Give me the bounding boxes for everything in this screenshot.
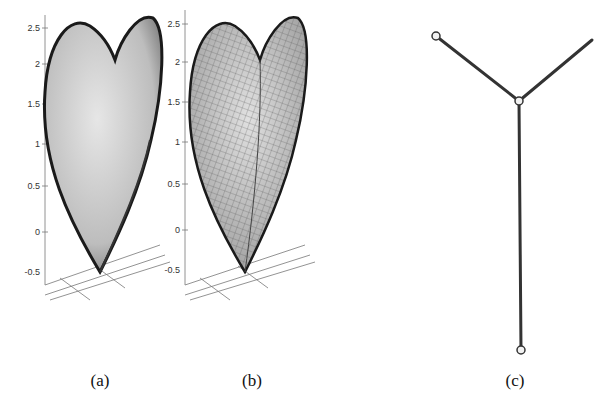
axis-tick-label: 1.5 — [167, 98, 180, 107]
panel-label: (b) — [242, 372, 262, 389]
axis-tick-label: 2 — [175, 58, 180, 67]
axis-tick-label: 0.5 — [27, 182, 40, 191]
axis-tick-label: 0 — [175, 226, 180, 235]
axis-tick-label: 1 — [35, 140, 40, 149]
axis-tick-label: 2.5 — [27, 24, 40, 33]
axis-tick-label: 1.5 — [27, 100, 40, 109]
axis-tick-label: -0.5 — [164, 266, 180, 275]
axis-tick-label: 1 — [175, 138, 180, 147]
panel-label: (c) — [506, 372, 525, 389]
axis-tick-label: 0.5 — [167, 180, 180, 189]
axis-tick-label: 0 — [35, 228, 40, 237]
axis-tick-label: -0.5 — [24, 268, 40, 277]
axis-tick-label: 2.5 — [167, 20, 180, 29]
axis-tick-label: 2 — [35, 60, 40, 69]
panel-label: (a) — [91, 372, 110, 389]
